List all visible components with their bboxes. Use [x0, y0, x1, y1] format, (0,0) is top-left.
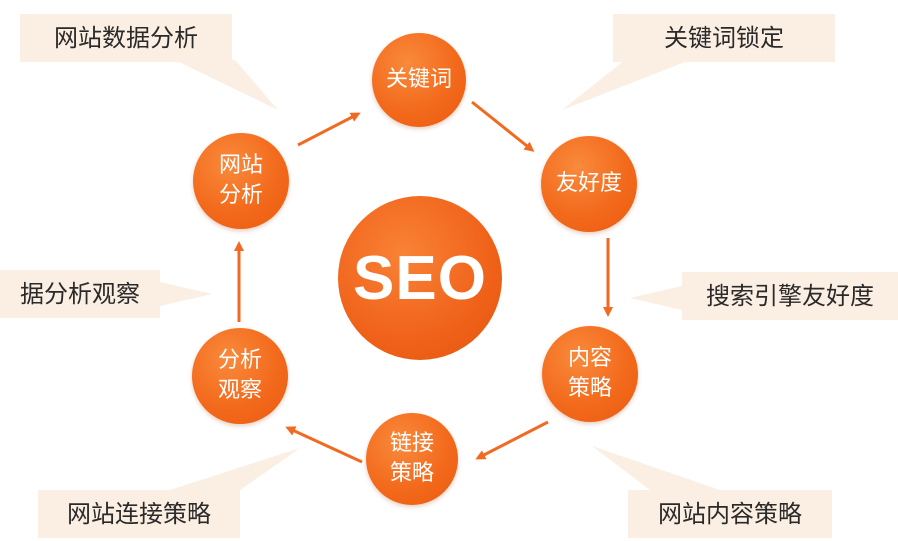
- node-analysis-observe-line2: 观察: [217, 378, 262, 403]
- arrow-link-to-analysis: [285, 426, 363, 464]
- node-content-strategy-line1: 内容: [567, 346, 612, 371]
- node-content-strategy: 内容 策略: [542, 326, 638, 422]
- callout-site-data-analysis: 网站数据分析: [20, 14, 232, 62]
- arrow-content-to-link: [475, 420, 549, 460]
- callout-search-engine-friendliness: 搜索引擎友好度: [682, 272, 898, 320]
- seo-center-circle: SEO: [338, 196, 502, 360]
- tail-site-content-strategy: [592, 446, 720, 490]
- tail-keyword-lock: [562, 60, 690, 110]
- arrow-keyword-to-friendliness: [471, 100, 535, 152]
- callout-site-link-strategy: 网站连接策略: [38, 490, 240, 538]
- tail-site-data-analysis: [175, 60, 278, 110]
- seo-center-label: SEO: [353, 243, 487, 313]
- arrow-site-to-keyword: [297, 112, 361, 147]
- node-content-strategy-line2: 策略: [567, 376, 612, 401]
- callout-site-content-strategy: 网站内容策略: [628, 490, 832, 538]
- node-keyword: 关键词: [372, 33, 466, 127]
- node-link-strategy: 链接 策略: [366, 413, 458, 505]
- node-analysis-observe: 分析 观察: [192, 328, 288, 424]
- node-analysis-observe-line1: 分析: [217, 348, 262, 373]
- callout-keyword-lock: 关键词锁定: [613, 14, 835, 62]
- node-link-strategy-line1: 链接: [389, 431, 434, 456]
- callout-data-analysis-observe: 据分析观察: [0, 270, 160, 318]
- node-site-analysis-line1: 网站: [218, 153, 263, 178]
- node-friendliness-label: 友好度: [555, 171, 622, 196]
- tail-site-link-strategy: [170, 448, 300, 490]
- node-site-analysis-line2: 分析: [218, 183, 263, 208]
- node-site-analysis: 网站 分析: [193, 133, 289, 229]
- tail-search-engine-friendliness: [630, 286, 682, 310]
- node-friendliness: 友好度: [541, 136, 637, 232]
- node-keyword-label: 关键词: [385, 67, 452, 92]
- node-link-strategy-line2: 策略: [389, 461, 434, 486]
- tail-data-analysis-observe: [160, 282, 212, 306]
